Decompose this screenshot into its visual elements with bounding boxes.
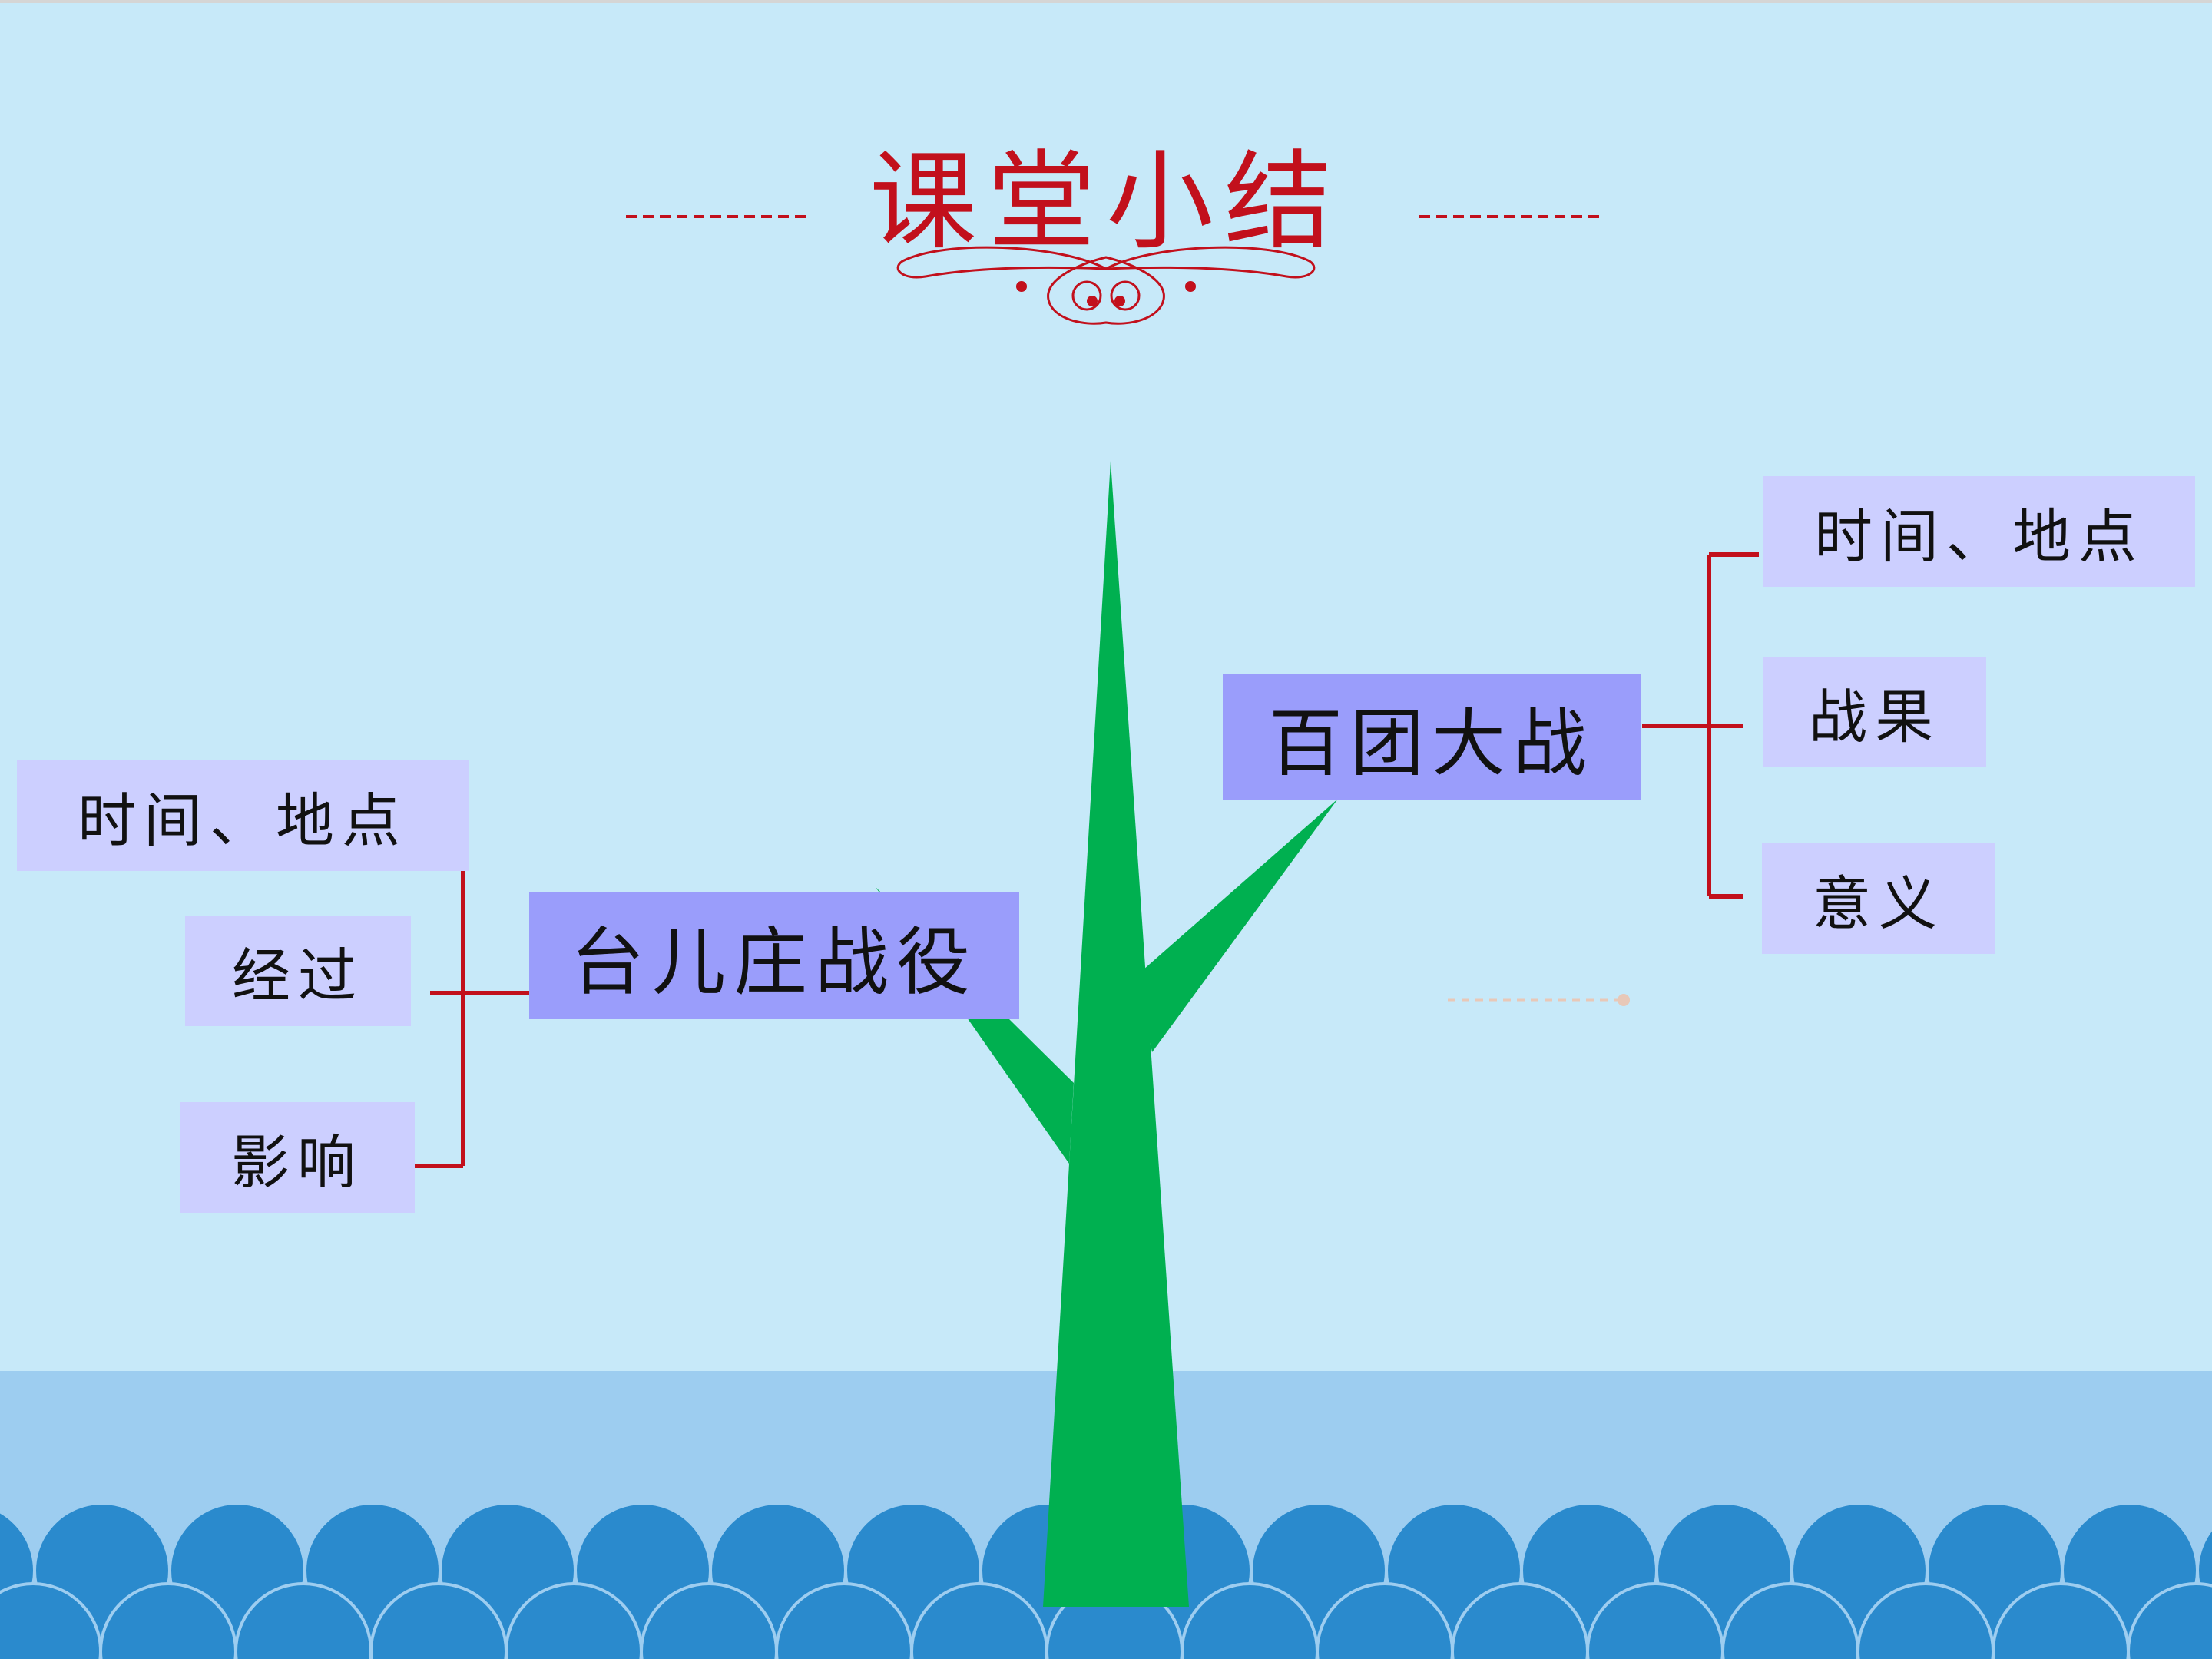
leaf-left-impact: 影响 (180, 1102, 415, 1213)
leaf-left-process: 经过 (185, 916, 411, 1026)
right-connector (1642, 552, 1759, 899)
left-connector (415, 818, 529, 1168)
tree-trunk (1043, 461, 1189, 1607)
leaf-right-time-place: 时间、地点 (1763, 476, 2195, 587)
wave-pattern (0, 1502, 2212, 1659)
title-decoration (626, 215, 1600, 325)
tree-branch-right (1137, 799, 1338, 1052)
top-border (0, 0, 2212, 3)
hub-box-taierzhuang: 台儿庄战役 (529, 892, 1019, 1019)
leaf-right-significance: 意义 (1762, 843, 1995, 954)
leaf-left-time-place: 时间、地点 (17, 760, 469, 871)
decorative-dashed-line (1448, 994, 1630, 1006)
leaf-right-result: 战果 (1763, 657, 1986, 767)
hub-box-hundred-regiments: 百团大战 (1223, 674, 1641, 800)
slide-title: 课堂小结 (869, 140, 1343, 265)
